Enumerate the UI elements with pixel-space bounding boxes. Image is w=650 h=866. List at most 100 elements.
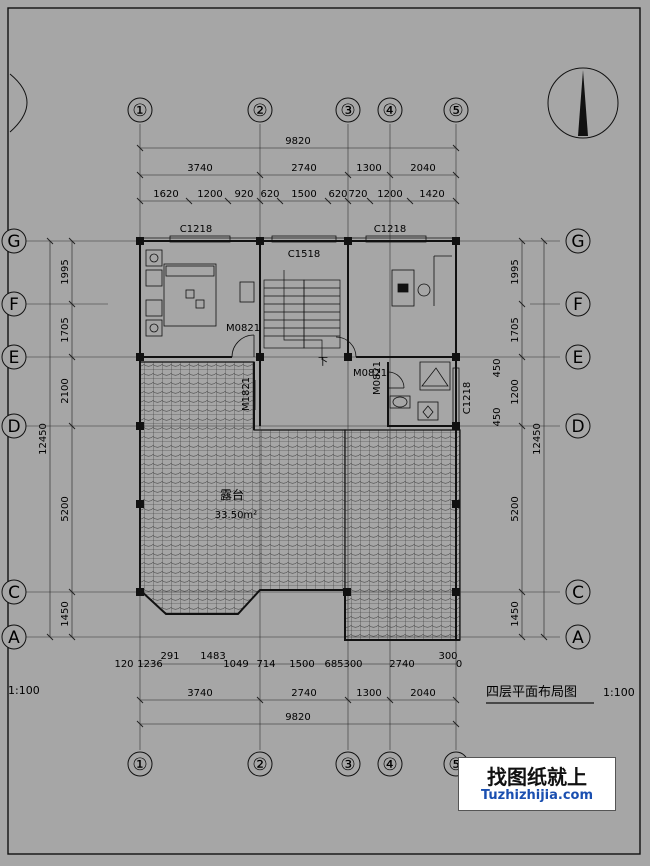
dim-bottom-row2: 2740 xyxy=(291,688,316,699)
dim-left-segment: 2100 xyxy=(60,378,71,403)
dim-top-row1: 2040 xyxy=(410,163,435,174)
axis-5-top: ⑤ xyxy=(448,101,463,121)
dim-bottom-row2: 1300 xyxy=(356,688,381,699)
dim-right-segment: 450 xyxy=(492,407,503,426)
axis-2-top: ② xyxy=(252,101,267,121)
top-dimensions: 9820 3740 2740 1300 2040 1620 1200 920 6… xyxy=(153,136,444,200)
dim-top-row2: 620 xyxy=(260,189,279,200)
axis-g-left: G xyxy=(7,232,20,252)
doors xyxy=(231,334,405,410)
axis-3-top: ③ xyxy=(340,101,355,121)
axis-1-top: ① xyxy=(132,101,147,121)
door-m1821: M1821 xyxy=(241,377,252,411)
axis-4-bottom: ④ xyxy=(382,755,397,775)
axis-bubbles-right: G F E D C A xyxy=(565,228,591,650)
window-c1218-side: C1218 xyxy=(462,382,473,414)
dim-top-row2: 620 xyxy=(328,189,347,200)
dim-bottom-row1: 291 xyxy=(160,651,179,662)
dim-bottom-row1: 2740 xyxy=(389,659,414,670)
window-c1218-left: C1218 xyxy=(180,224,212,235)
dim-bottom-row2: 3740 xyxy=(187,688,212,699)
dim-bottom-row1: 0 xyxy=(456,659,462,670)
axis-e-left: E xyxy=(9,348,20,368)
dim-right-total: 12450 xyxy=(532,423,543,455)
axis-bubbles-bottom: ① ② ③ ④ ⑤ xyxy=(127,751,469,777)
axis-bubbles-left: G F E D C A xyxy=(1,228,27,650)
dim-top-row2: 1200 xyxy=(377,189,402,200)
left-dimensions: 12450 1995 1705 2100 5200 1450 xyxy=(38,259,71,626)
nightstands xyxy=(145,249,163,337)
dim-right-segment: 1450 xyxy=(510,601,521,626)
axis-f-left: F xyxy=(9,295,19,315)
axis-c-right: C xyxy=(572,583,584,603)
dim-top-row1: 1300 xyxy=(356,163,381,174)
desk xyxy=(391,255,452,307)
north-arrow xyxy=(547,67,619,139)
walls xyxy=(139,237,460,641)
dim-right-segment: 5200 xyxy=(510,496,521,521)
axis-a-right: A xyxy=(572,628,584,648)
dim-top-row2: 1500 xyxy=(291,189,316,200)
bed xyxy=(163,263,217,327)
dim-left-total: 12450 xyxy=(38,423,49,455)
dim-left-segment: 5200 xyxy=(60,496,71,521)
dimension-ticks xyxy=(46,144,548,728)
axis-a-left: A xyxy=(8,628,20,648)
dim-bottom-row1: 1049 xyxy=(223,659,248,670)
axis-3-bottom: ③ xyxy=(340,755,355,775)
terrace-label: 露台 xyxy=(220,487,244,502)
windows xyxy=(169,235,460,425)
dim-top-row2: 1200 xyxy=(197,189,222,200)
axis-4-top: ④ xyxy=(382,101,397,121)
dim-bottom-row1: 120 xyxy=(114,659,133,670)
dim-left-segment: 1450 xyxy=(60,601,71,626)
drawing-title: 四层平面布局图 xyxy=(486,685,577,700)
axis-bubbles-top: ① ② ③ ④ ⑤ xyxy=(127,97,469,123)
drawing-title-block: 四层平面布局图 1:100 1:100 xyxy=(8,684,635,704)
axis-e-right: E xyxy=(573,348,584,368)
dim-bottom-row1: 1236 xyxy=(137,659,162,670)
left-arc xyxy=(9,73,28,133)
dim-right-segment: 1705 xyxy=(510,317,521,342)
axis-f-right: F xyxy=(573,295,583,315)
dim-bottom-row2: 2040 xyxy=(410,688,435,699)
dim-bottom-row1: 714 xyxy=(256,659,275,670)
dim-left-segment: 1995 xyxy=(60,259,71,284)
terrace-tiles xyxy=(139,361,461,641)
window-c1518: C1518 xyxy=(288,249,320,260)
stairs xyxy=(263,270,341,360)
axis-2-bottom: ② xyxy=(252,755,267,775)
watermark-url: Tuzhizhijia.com xyxy=(480,788,594,803)
dimension-lines xyxy=(49,147,545,725)
bottom-dimensions: 120 1236 291 1483 1049 714 1500 685 300 … xyxy=(114,651,462,723)
dim-top-total: 9820 xyxy=(285,136,310,147)
axis-d-right: D xyxy=(571,417,584,437)
axis-g-right: G xyxy=(571,232,584,252)
grid-lines xyxy=(26,124,560,750)
dim-bottom-row1: 1500 xyxy=(289,659,314,670)
watermark-badge: 找图纸就上 Tuzhizhijia.com xyxy=(458,757,616,811)
terrace-area: 33.50m² xyxy=(215,510,257,521)
dim-top-row1: 2740 xyxy=(291,163,316,174)
dim-right-segment: 450 xyxy=(492,358,503,377)
dim-top-row2: 1420 xyxy=(419,189,444,200)
dim-top-row2: 1620 xyxy=(153,189,178,200)
axis-1-bottom: ① xyxy=(132,755,147,775)
room-labels: C1218 C1518 C1218 C1218 M0821 M0821 M082… xyxy=(180,224,473,521)
bathroom-fixtures xyxy=(389,361,451,421)
dim-bottom-row1: 1483 xyxy=(200,651,225,662)
dim-right-segment: 1995 xyxy=(510,259,521,284)
right-dimensions: 1995 1705 450 1200 450 5200 1450 12450 xyxy=(492,259,543,626)
dim-bottom-row1: 685 xyxy=(324,659,343,670)
door-m0821-c: M0821 xyxy=(372,361,383,395)
dim-bottom-row1: 300 xyxy=(343,659,362,670)
wardrobe xyxy=(239,281,255,303)
dim-top-row2: 720 xyxy=(348,189,367,200)
dim-left-segment: 1705 xyxy=(60,317,71,342)
dim-bottom-row1: 300 xyxy=(438,651,457,662)
dim-right-segment: 1200 xyxy=(510,379,521,404)
dim-top-row1: 3740 xyxy=(187,163,212,174)
axis-c-left: C xyxy=(8,583,20,603)
axis-d-left: D xyxy=(7,417,20,437)
